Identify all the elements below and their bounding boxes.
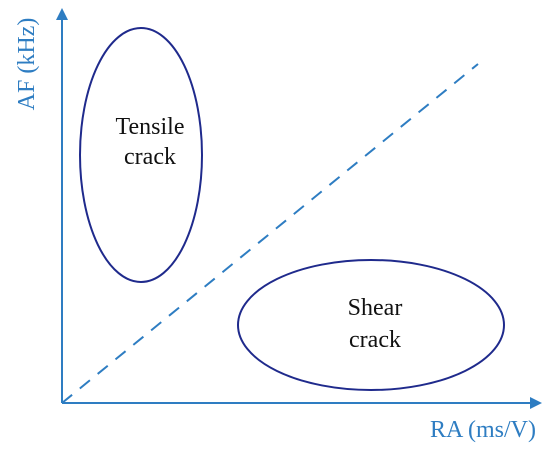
y-axis-label: AF (kHz) bbox=[14, 18, 40, 111]
shear-label-line1: Shear bbox=[348, 295, 403, 321]
shear-label-line2: crack bbox=[349, 327, 401, 353]
tensile-label-line2: crack bbox=[124, 144, 176, 170]
shear-crack-region bbox=[237, 259, 505, 391]
tensile-label-line1: Tensile bbox=[116, 114, 185, 140]
x-axis-label: RA (ms/V) bbox=[430, 417, 536, 443]
divider-dashed-line bbox=[61, 63, 479, 404]
tensile-crack-region bbox=[79, 27, 203, 283]
